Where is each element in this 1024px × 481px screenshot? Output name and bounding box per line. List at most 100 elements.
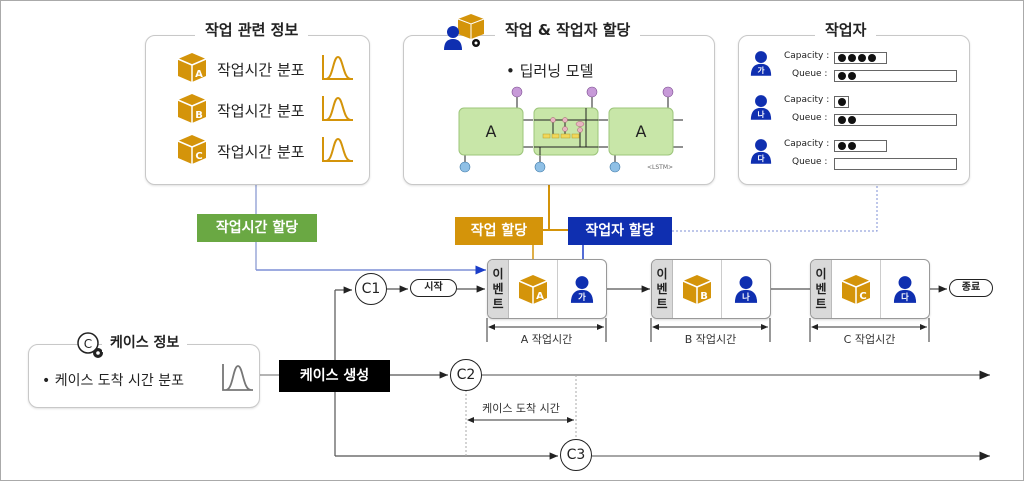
svg-text:가: 가 xyxy=(578,292,586,302)
task-box-icon: B xyxy=(673,260,721,318)
worker-icon: 나 xyxy=(721,260,770,318)
case-c2: C2 xyxy=(450,359,482,391)
svg-text:다: 다 xyxy=(901,292,909,302)
assign-title: 작업 & 작업자 할당 xyxy=(495,19,641,40)
task-info-title: 작업 관련 정보 xyxy=(195,19,309,40)
task-duration-label: C 작업시간 xyxy=(843,333,896,346)
lstm-cell-label-1: A xyxy=(486,122,497,141)
event-char: 이 xyxy=(492,266,504,281)
svg-text:나: 나 xyxy=(757,109,764,119)
capacity-dot xyxy=(838,54,846,62)
task-box-icon: C xyxy=(832,260,880,318)
capacity-label: Capacity : xyxy=(784,51,830,61)
case-icon: C xyxy=(76,331,106,359)
event-char: 벤 xyxy=(815,281,827,296)
svg-text:A: A xyxy=(536,291,544,302)
svg-text:가: 가 xyxy=(757,65,764,75)
task-box-icon: A xyxy=(175,50,209,88)
case-info-panel xyxy=(28,344,260,408)
queue-slot xyxy=(834,70,957,82)
svg-text:B: B xyxy=(195,110,203,121)
capacity-label: Capacity : xyxy=(784,95,830,105)
svg-text:C: C xyxy=(84,337,92,351)
arrival-time-label: 케이스 도착 시간 xyxy=(482,402,560,415)
start-node: 시작 xyxy=(410,279,457,297)
capacity-slot xyxy=(834,52,887,64)
queue-label: Queue : xyxy=(792,157,828,167)
case-info-title: 케이스 정보 xyxy=(102,332,188,352)
capacity-label: Capacity : xyxy=(784,139,830,149)
event-char: 트 xyxy=(815,296,827,311)
task-duration-label: A 작업시간 xyxy=(520,333,573,346)
capacity-dot xyxy=(848,54,856,62)
task-box-icon: B xyxy=(175,91,209,129)
svg-text:B: B xyxy=(700,291,708,302)
task-box-icon: A xyxy=(509,260,557,318)
case-info-bullet: • 케이스 도착 시간 분포 xyxy=(42,373,184,389)
svg-text:다: 다 xyxy=(757,153,764,163)
distribution-icon xyxy=(221,362,255,396)
task-assign-label: 작업 할당 xyxy=(455,217,543,245)
queue-label: Queue : xyxy=(792,69,828,79)
svg-text:A: A xyxy=(195,69,203,80)
event-char: 이 xyxy=(815,266,827,281)
capacity-dot xyxy=(838,98,846,106)
queue-slot xyxy=(834,114,957,126)
task-box-icon: C xyxy=(175,132,209,170)
event-char: 벤 xyxy=(656,281,668,296)
worker-title: 작업자 xyxy=(815,19,877,40)
event-char: 트 xyxy=(492,296,504,311)
distribution-icon xyxy=(321,53,355,85)
task-info-item: C 작업시간 분포 xyxy=(175,132,355,170)
task-info-item-label: 작업시간 분포 xyxy=(217,101,305,120)
worker-avatar-icon: 가 xyxy=(750,50,772,80)
queue-dot xyxy=(838,72,846,80)
task-info-item: B 작업시간 분포 xyxy=(175,91,355,129)
event-char: 이 xyxy=(656,266,668,281)
queue-label: Queue : xyxy=(792,113,828,123)
lstm-diagram: A A <LSTM> xyxy=(455,85,695,175)
lstm-cell-label-3: A xyxy=(636,122,647,141)
svg-text:나: 나 xyxy=(742,292,750,302)
event-char: 트 xyxy=(656,296,668,311)
queue-dot xyxy=(838,116,846,124)
queue-dot xyxy=(848,72,856,80)
distribution-icon xyxy=(321,135,355,167)
case-generate-label: 케이스 생성 xyxy=(279,360,390,392)
capacity-slot xyxy=(834,96,849,108)
worker-avatar-icon: 나 xyxy=(750,94,772,124)
event-char: 벤 xyxy=(492,281,504,296)
task-info-item-label: 작업시간 분포 xyxy=(217,60,305,79)
worker-avatar-icon: 다 xyxy=(750,138,772,168)
worker-icon: 가 xyxy=(557,260,606,318)
worker-icon: 다 xyxy=(880,260,929,318)
case-c1: C1 xyxy=(355,273,387,305)
capacity-dot xyxy=(848,142,856,150)
worker-assign-label: 작업자 할당 xyxy=(568,217,672,245)
lstm-caption: <LSTM> xyxy=(647,164,673,171)
capacity-dot xyxy=(858,54,866,62)
assign-icon xyxy=(443,14,493,50)
task-time-assign-label: 작업시간 할당 xyxy=(197,214,317,242)
distribution-icon xyxy=(321,94,355,126)
capacity-dot xyxy=(868,54,876,62)
end-node: 종료 xyxy=(949,279,993,297)
queue-dot xyxy=(848,116,856,124)
case-c3: C3 xyxy=(560,439,592,471)
capacity-dot xyxy=(838,142,846,150)
task-info-item-label: 작업시간 분포 xyxy=(217,142,305,161)
queue-slot xyxy=(834,158,957,170)
svg-text:C: C xyxy=(859,291,866,302)
assign-bullet: • 딥러닝 모델 xyxy=(506,62,594,80)
task-info-item: A 작업시간 분포 xyxy=(175,50,355,88)
task-duration-label: B 작업시간 xyxy=(684,333,737,346)
capacity-slot xyxy=(834,140,887,152)
svg-text:C: C xyxy=(195,151,202,162)
